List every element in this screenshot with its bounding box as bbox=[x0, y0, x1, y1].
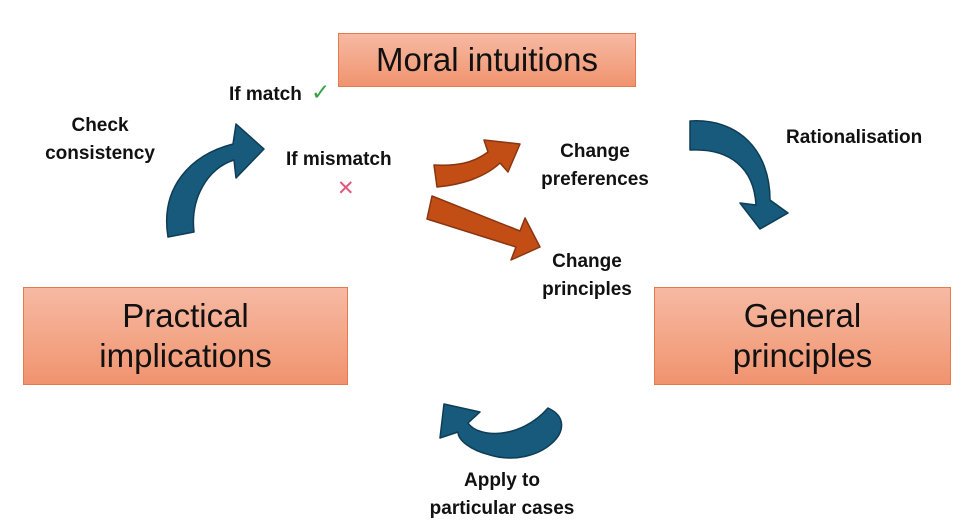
change-preferences-label: Change preferences bbox=[528, 138, 662, 194]
change-principles-line2: principles bbox=[542, 279, 632, 300]
general-principles-line2: principles bbox=[732, 337, 873, 374]
rationalisation-text: Rationalisation bbox=[786, 127, 923, 148]
practical-implications-node: Practical implications bbox=[23, 287, 348, 385]
cross-mark-icon: ✕ bbox=[337, 176, 355, 200]
moral-intuitions-node: Moral intuitions bbox=[338, 33, 636, 87]
if-match-label: If match bbox=[229, 81, 302, 109]
moral-intuitions-text: Moral intuitions bbox=[376, 40, 598, 78]
check-consistency-label: Check consistency bbox=[34, 112, 166, 168]
practical-implications-line2: implications bbox=[99, 337, 272, 374]
check-consistency-arrow bbox=[166, 123, 265, 238]
if-mismatch-text: If mismatch bbox=[286, 149, 392, 170]
apply-to-cases-line1: Apply to bbox=[464, 470, 540, 491]
general-principles-line1: General bbox=[743, 296, 862, 334]
change-principles-arrow bbox=[426, 195, 541, 261]
check-consistency-line1: Check bbox=[71, 115, 129, 136]
if-mismatch-label: If mismatch bbox=[286, 146, 392, 174]
apply-to-cases-line2: particular cases bbox=[429, 498, 575, 519]
check-mark-icon: ✓ bbox=[311, 80, 331, 106]
rationalisation-label: Rationalisation bbox=[786, 124, 922, 152]
change-principles-label: Change principles bbox=[528, 248, 646, 304]
apply-to-cases-label: Apply to particular cases bbox=[412, 467, 592, 523]
general-principles-node: General principles bbox=[654, 287, 951, 385]
change-preferences-line2: preferences bbox=[541, 169, 649, 190]
change-principles-line1: Change bbox=[552, 251, 622, 272]
practical-implications-line1: Practical bbox=[122, 296, 249, 334]
if-match-text: If match bbox=[229, 84, 302, 105]
rationalisation-arrow bbox=[689, 120, 789, 230]
apply-arrow bbox=[439, 403, 563, 459]
change-preferences-line1: Change bbox=[560, 141, 630, 162]
change-preferences-arrow bbox=[433, 139, 521, 188]
check-consistency-line2: consistency bbox=[45, 143, 155, 164]
